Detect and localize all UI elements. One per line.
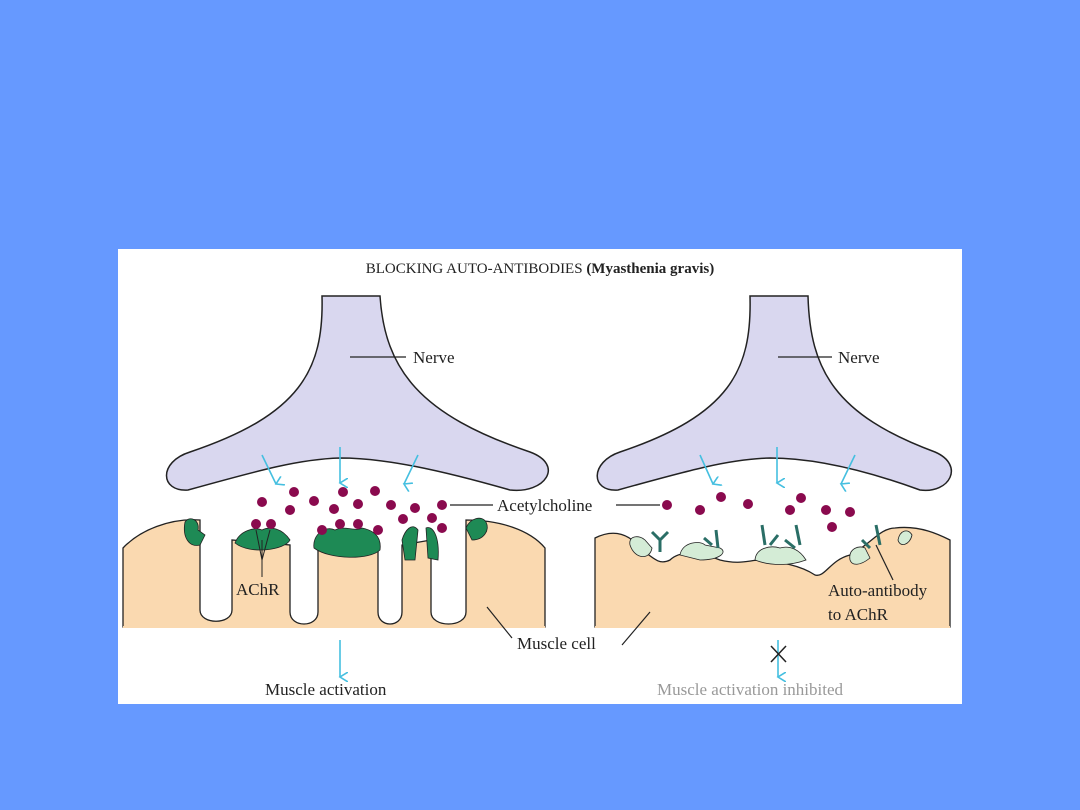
acetylcholine-molecules: [251, 486, 447, 535]
nerve-terminal-left: [165, 295, 550, 492]
receptor: [234, 527, 291, 551]
diagram-panel: BLOCKING AUTO-ANTIBODIES (Myasthenia gra…: [118, 249, 962, 704]
nerve-label-right: Nerve: [838, 348, 880, 367]
receptor: [425, 527, 439, 561]
muscle-cell-label: Muscle cell: [517, 634, 596, 653]
auto-antibody-label-2: to AChR: [828, 605, 889, 624]
nerve-terminal-right: [596, 295, 953, 492]
auto-antibody-label: Auto-antibody: [828, 581, 928, 600]
auto-antibodies: [650, 524, 882, 552]
diagram-title: BLOCKING AUTO-ANTIBODIES (Myasthenia gra…: [366, 261, 714, 277]
achr-receptors: [183, 517, 488, 561]
receptor: [465, 517, 488, 541]
acetylcholine-molecules: [662, 492, 855, 532]
release-arrows: [699, 447, 856, 677]
nerve-label-left: Nerve: [413, 348, 455, 367]
blocked-receptors: [629, 530, 913, 565]
acetylcholine-label: Acetylcholine: [497, 496, 592, 515]
leader-lines: [350, 356, 894, 646]
achr-label: AChR: [236, 580, 280, 599]
release-arrows: [261, 447, 419, 677]
blocked-junction: [594, 295, 953, 677]
outcome-right: Muscle activation inhibited: [657, 680, 844, 699]
normal-junction: [122, 295, 550, 677]
block-x-icon: [770, 645, 787, 663]
receptor: [401, 526, 419, 561]
receptor: [183, 518, 206, 546]
myasthenia-diagram: BLOCKING AUTO-ANTIBODIES (Myasthenia gra…: [122, 261, 953, 699]
outcome-left: Muscle activation: [265, 680, 387, 699]
